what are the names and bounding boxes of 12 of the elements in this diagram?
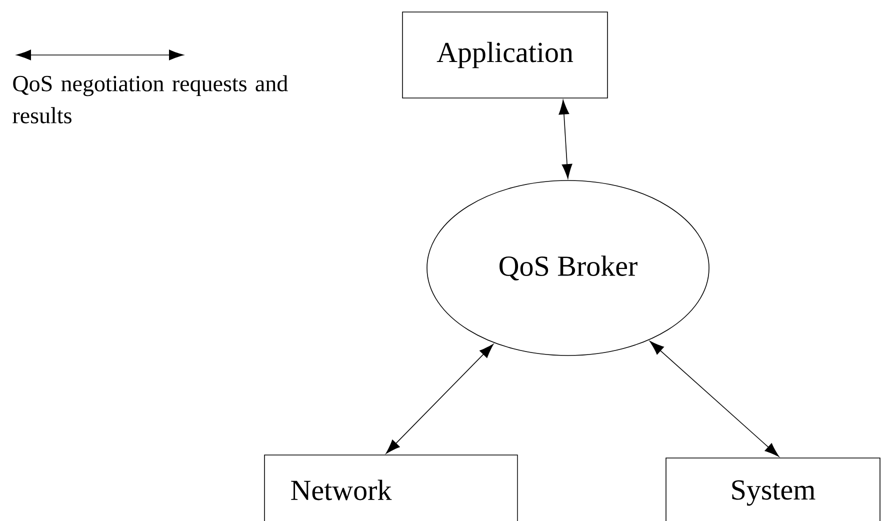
arrow bbox=[386, 344, 494, 454]
node-label: Application bbox=[436, 42, 574, 68]
arrow bbox=[558, 100, 572, 179]
node-label: System bbox=[732, 480, 816, 506]
process-box bbox=[666, 458, 880, 521]
process-box bbox=[264, 454, 518, 521]
process-box bbox=[402, 12, 608, 98]
node-label: Network bbox=[291, 480, 392, 500]
legend-text: QoS negotiation requests and results bbox=[12, 75, 288, 124]
arrow bbox=[650, 340, 780, 457]
node-label: QoS Broker bbox=[500, 256, 638, 280]
broker-ellipse bbox=[426, 180, 710, 356]
